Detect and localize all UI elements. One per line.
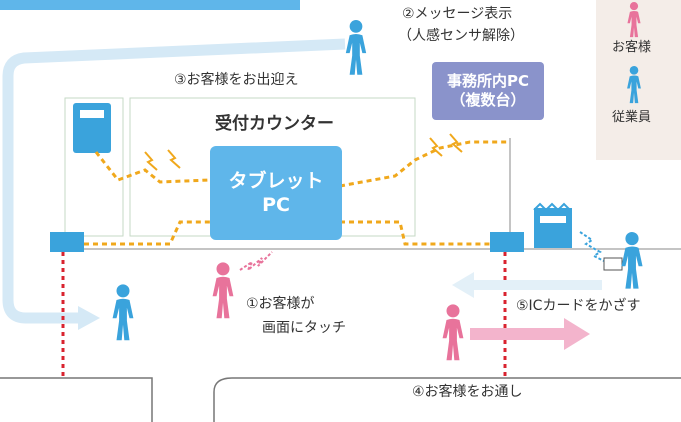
sensor-box-left — [50, 232, 84, 252]
signal-icon — [167, 149, 181, 169]
counter-label: 受付カウンター — [215, 114, 334, 134]
office-pc-label-line1: 事務所内PC — [446, 72, 529, 90]
touch-signal-icon — [239, 251, 273, 271]
route-arrow-greeting — [2, 38, 346, 324]
staff-arrow-body — [472, 280, 602, 290]
legend-customer-icon — [627, 2, 641, 38]
tablet-pc-label-line2: PC — [262, 194, 290, 216]
step4-label: ④お客様をお通し — [412, 384, 523, 400]
legend-staff-label: 従業員 — [612, 110, 652, 125]
customer-icon-pass — [442, 304, 464, 361]
network-path — [84, 140, 510, 246]
sensor-box-right — [490, 232, 524, 252]
step3-label: ③お客様をお出迎え — [174, 72, 299, 88]
tablet-pc-label-line1: タブレット — [228, 170, 324, 192]
step1-label-line1: ①お客様が — [246, 296, 315, 312]
office-pc-label-line2: （複数台） — [450, 91, 526, 109]
step2-label-line2: （人感センサ解除） — [398, 28, 524, 44]
staff-icon-card — [621, 232, 643, 289]
staff-icon-greeting — [112, 284, 134, 341]
step5-label: ⑤ICカードをかざす — [516, 298, 641, 314]
customer-arrow-head — [564, 318, 590, 350]
staff-arrow-head — [452, 272, 474, 298]
legend-panel: お客様 従業員 — [596, 0, 681, 160]
route-arrow-head — [78, 306, 100, 330]
tablet-pc-box: タブレット PC — [210, 146, 342, 240]
customer-arrow-body — [470, 328, 566, 340]
legend-staff-icon — [627, 66, 641, 104]
bottom-wall — [0, 377, 681, 422]
signal-icon — [429, 137, 443, 157]
signal-icon — [449, 133, 463, 153]
staff-icon-top — [345, 20, 367, 75]
signal-icon — [144, 151, 158, 171]
step1-label-line2: 画面にタッチ — [262, 320, 346, 336]
office-pc-box: 事務所内PC （複数台） — [432, 62, 544, 120]
room-left-cabinet-area — [64, 97, 124, 237]
card-signal-icon — [579, 231, 607, 263]
customer-icon-touch — [212, 262, 234, 319]
ic-card-reader — [534, 208, 572, 248]
ic-card-icon — [603, 257, 623, 271]
step2-label-line1: ②メッセージ表示 — [402, 6, 513, 22]
legend-customer-label: お客様 — [612, 40, 652, 55]
top-banner — [0, 0, 300, 10]
